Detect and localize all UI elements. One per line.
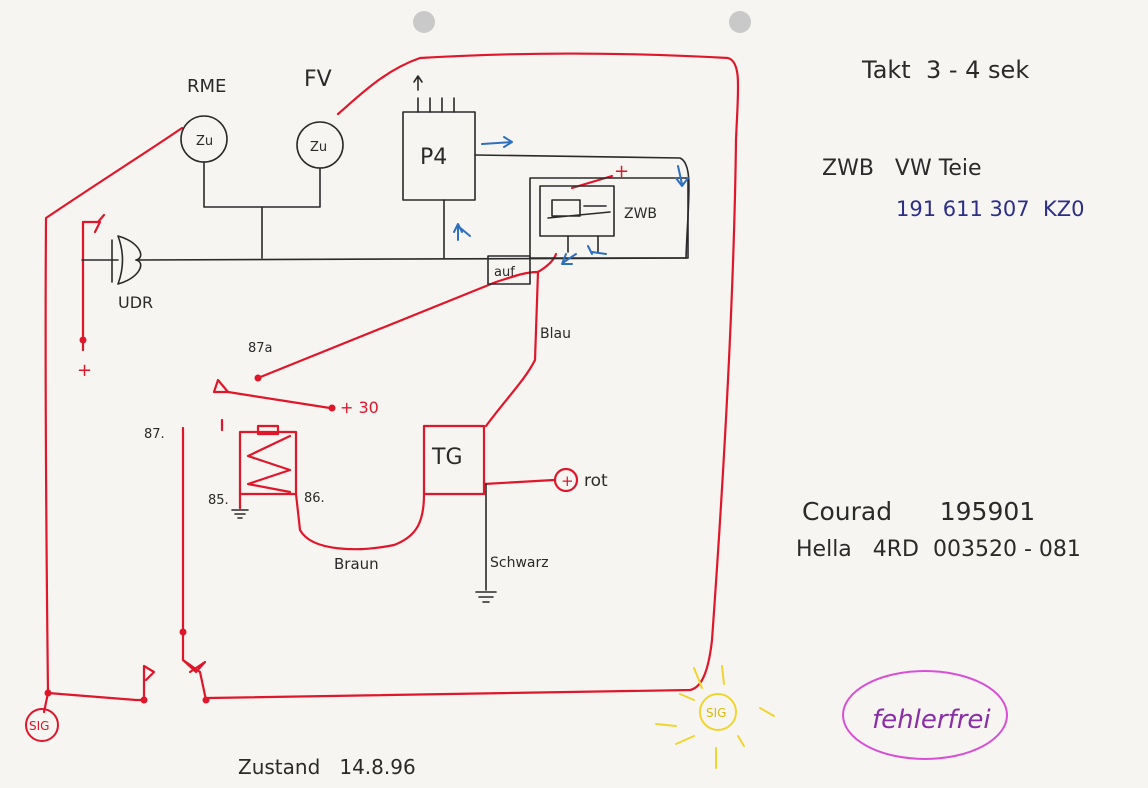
relay-coil-box bbox=[238, 430, 298, 496]
bottom-switch bbox=[181, 658, 207, 674]
relay-coil-zigzag bbox=[246, 434, 292, 494]
blue-arrow-zwb-out bbox=[587, 245, 607, 255]
label-plus-rot: + bbox=[561, 472, 574, 490]
udr-switch-flag bbox=[81, 213, 106, 234]
label-plus-left: + bbox=[77, 360, 92, 381]
blau-wire bbox=[484, 252, 558, 428]
wire-87-vertical bbox=[181, 426, 208, 702]
blue-arrow-loop-down bbox=[675, 165, 689, 187]
p4-up-arrow bbox=[413, 75, 423, 91]
relay-contact bbox=[212, 378, 230, 432]
ground-85 bbox=[231, 509, 249, 519]
red-dots bbox=[44, 336, 336, 704]
label-rot: rot bbox=[584, 471, 608, 491]
label-fv: FV bbox=[304, 67, 332, 92]
braun-wire bbox=[294, 492, 426, 551]
zwb-legs bbox=[567, 235, 599, 253]
note-zwb-title: ZWB VW Teie bbox=[822, 156, 982, 181]
p4-box bbox=[402, 111, 476, 201]
auf-box bbox=[487, 255, 531, 285]
rme-valve-lead bbox=[203, 161, 321, 208]
punch-hole-left bbox=[413, 11, 435, 33]
note-hella: Hella 4RD 003520 - 081 bbox=[796, 537, 1081, 562]
punch-hole-right bbox=[729, 11, 751, 33]
zwb-inner-detail bbox=[547, 199, 611, 219]
p4-to-zwb-loop bbox=[474, 154, 690, 259]
blue-arrow-up bbox=[453, 223, 471, 241]
label-sig-right: SIG bbox=[706, 706, 726, 720]
label-plus-zwb: + bbox=[614, 161, 629, 182]
wire-87a-to-auf bbox=[256, 270, 540, 380]
left-rail-wire bbox=[44, 126, 184, 702]
label-p4: P4 bbox=[420, 145, 447, 170]
sig-left-circle bbox=[25, 708, 59, 742]
label-zwb-box: ZWB bbox=[624, 206, 657, 222]
label-blau: Blau bbox=[540, 326, 571, 342]
label-pin-87: 87. bbox=[144, 427, 165, 442]
red-wiring bbox=[25, 52, 740, 742]
p4-pins bbox=[417, 97, 455, 113]
wire-30 bbox=[226, 390, 332, 410]
bottom-flag bbox=[142, 664, 156, 702]
label-zu-left: Zu bbox=[196, 134, 213, 149]
blue-arrow-p4-out bbox=[481, 136, 513, 148]
label-tg: TG bbox=[431, 445, 463, 470]
udr-symbol bbox=[117, 235, 142, 285]
note-zwb-part: 191 611 307 KZ0 bbox=[896, 197, 1084, 221]
note-takt: Takt 3 - 4 sek bbox=[861, 56, 1029, 84]
label-zustand: Zustand 14.8.96 bbox=[238, 755, 416, 779]
zwb-outer-box bbox=[529, 177, 689, 259]
rot-terminal bbox=[553, 467, 579, 493]
rot-wire bbox=[482, 478, 556, 486]
label-fehlerfrei: fehlerfrei bbox=[872, 705, 991, 735]
outer-loop-wire bbox=[206, 52, 740, 700]
label-schwarz: Schwarz bbox=[490, 555, 549, 571]
zwb-inner-box bbox=[539, 185, 615, 237]
label-udr: UDR bbox=[118, 293, 153, 312]
label-zu-right: Zu bbox=[310, 140, 327, 155]
label-sig-left: SIG bbox=[29, 719, 49, 733]
relay-coil-cap bbox=[256, 424, 280, 436]
fehlerfrei-oval bbox=[842, 670, 1008, 760]
label-auf: auf bbox=[494, 265, 515, 280]
label-plus-30: + 30 bbox=[340, 398, 379, 417]
sig-right-sun bbox=[655, 665, 775, 769]
label-pin-86: 86. bbox=[304, 491, 325, 506]
label-pin-87a: 87a bbox=[248, 341, 273, 356]
label-pin-85: 85. bbox=[208, 493, 229, 508]
ground-schwarz bbox=[475, 591, 497, 603]
blue-flow-arrows bbox=[453, 136, 689, 265]
label-braun: Braun bbox=[334, 555, 379, 573]
note-conrad: Courad 195901 bbox=[802, 497, 1035, 526]
label-rme: RME bbox=[187, 76, 226, 97]
tg-box bbox=[422, 424, 486, 496]
blue-arrow-zwb-in bbox=[561, 253, 577, 265]
black-wiring bbox=[81, 75, 690, 603]
